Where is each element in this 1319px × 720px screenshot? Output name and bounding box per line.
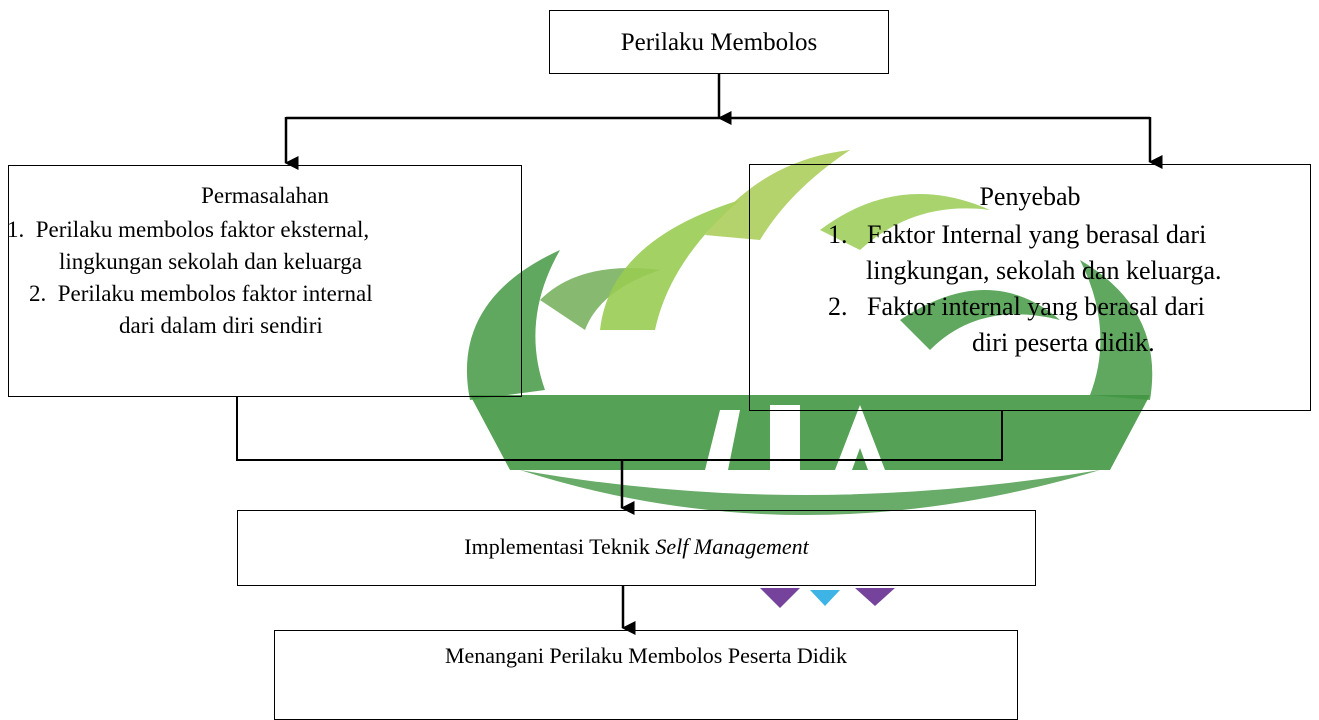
list-item-text: dari dalam diri sendiri: [119, 313, 323, 338]
bottom-box-title: Menangani Perilaku Membolos Peserta Didi…: [444, 643, 848, 668]
penyebab-item-2-continuation: diri peserta didik.: [750, 325, 1310, 361]
list-item-text: lingkungan sekolah dan keluarga: [59, 249, 362, 274]
permasalahan-list: 1. Perilaku membolos faktor eksternal, l…: [7, 214, 521, 342]
permasalahan-item-1: 1. Perilaku membolos faktor eksternal,: [7, 214, 521, 246]
middle-box-emphasis: Self Management: [655, 534, 809, 559]
penyebab-list: 1. Faktor Internal yang berasal dari lin…: [750, 217, 1310, 361]
middle-box-prefix: Implementasi Teknik: [464, 534, 650, 559]
middle-box-title: Implementasi Teknik Self Management: [238, 511, 1035, 583]
list-item-text: Perilaku membolos faktor eksternal,: [35, 217, 370, 242]
penyebab-item-1: 1. Faktor Internal yang berasal dari: [750, 217, 1310, 253]
list-number: 1.: [7, 217, 25, 242]
penyebab-item-2: 2. Faktor internal yang berasal dari: [750, 289, 1310, 325]
permasalahan-item-2: 2. Perilaku membolos faktor internal: [9, 278, 521, 310]
list-item-text: Perilaku membolos faktor internal: [57, 281, 373, 306]
permasalahan-item-2-continuation: dari dalam diri sendiri: [9, 310, 521, 342]
box-penyebab: Penyebab 1. Faktor Internal yang berasal…: [749, 164, 1311, 411]
list-item-text: Faktor Internal yang berasal dari: [867, 220, 1207, 249]
list-number: 2.: [828, 292, 848, 321]
box-perilaku-membolos: Perilaku Membolos: [549, 10, 889, 74]
box-implementasi: Implementasi Teknik Self Management: [237, 510, 1036, 586]
list-item-text: lingkungan, sekolah dan keluarga.: [866, 256, 1222, 285]
penyebab-item-1-continuation: lingkungan, sekolah dan keluarga.: [750, 253, 1310, 289]
box-menangani: Menangani Perilaku Membolos Peserta Didi…: [274, 630, 1018, 720]
left-box-title: Permasalahan: [201, 183, 329, 208]
box-permasalahan: Permasalahan 1. Perilaku membolos faktor…: [7, 165, 522, 397]
permasalahan-item-1-continuation: lingkungan sekolah dan keluarga: [9, 246, 521, 278]
list-number: 2.: [29, 281, 47, 306]
top-box-title: Perilaku Membolos: [620, 29, 818, 56]
list-number: 1.: [828, 220, 848, 249]
right-box-title: Penyebab: [979, 182, 1081, 211]
list-item-text: Faktor internal yang berasal dari: [867, 292, 1205, 321]
list-item-text: diri peserta didik.: [972, 328, 1155, 357]
